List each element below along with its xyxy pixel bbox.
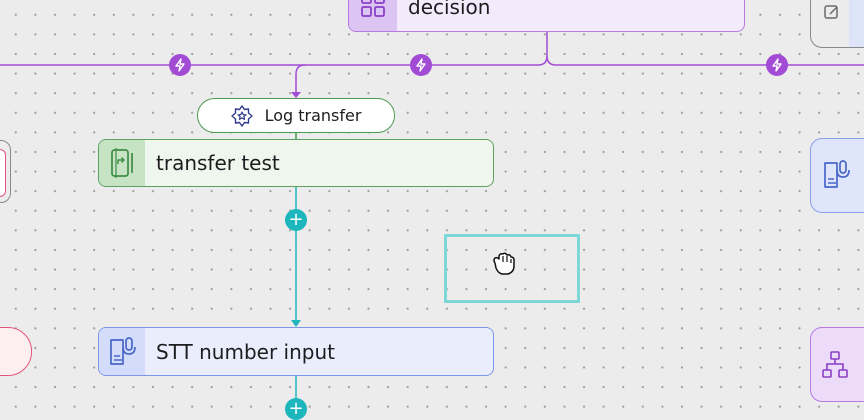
add-step-button[interactable]: + (285, 398, 307, 420)
plus-icon: + (288, 209, 304, 230)
speech-input-icon (824, 160, 850, 188)
edge-node-gray[interactable] (810, 0, 864, 48)
transfer-test-node[interactable]: transfer test (98, 139, 494, 187)
plus-icon: + (288, 398, 304, 419)
edit-icon (824, 5, 838, 19)
lightning-icon[interactable] (169, 54, 191, 76)
transfer-phone-icon (111, 148, 133, 178)
edge-node-right-blue[interactable] (810, 138, 864, 213)
grid-icon (361, 0, 385, 17)
selection-box[interactable] (444, 234, 580, 303)
gear-star-icon (230, 104, 253, 127)
decision-node[interactable]: decision (348, 0, 745, 32)
add-step-button[interactable]: + (285, 209, 307, 231)
node-label: transfer test (156, 151, 280, 175)
speech-input-icon (110, 336, 136, 365)
event-pill-log-transfer[interactable]: Log transfer (197, 98, 395, 133)
node-label: decision (408, 0, 491, 19)
grab-hand-cursor-icon (493, 252, 515, 275)
edge-node-left[interactable] (0, 140, 11, 203)
stt-number-input-node[interactable]: STT number input (98, 327, 494, 376)
sitemap-icon (822, 351, 848, 378)
edge-node-right-purple[interactable] (810, 327, 864, 402)
lightning-icon[interactable] (410, 54, 432, 76)
event-pill-label: Log transfer (264, 106, 362, 125)
node-label: STT number input (156, 339, 335, 364)
lightning-icon[interactable] (766, 54, 788, 76)
